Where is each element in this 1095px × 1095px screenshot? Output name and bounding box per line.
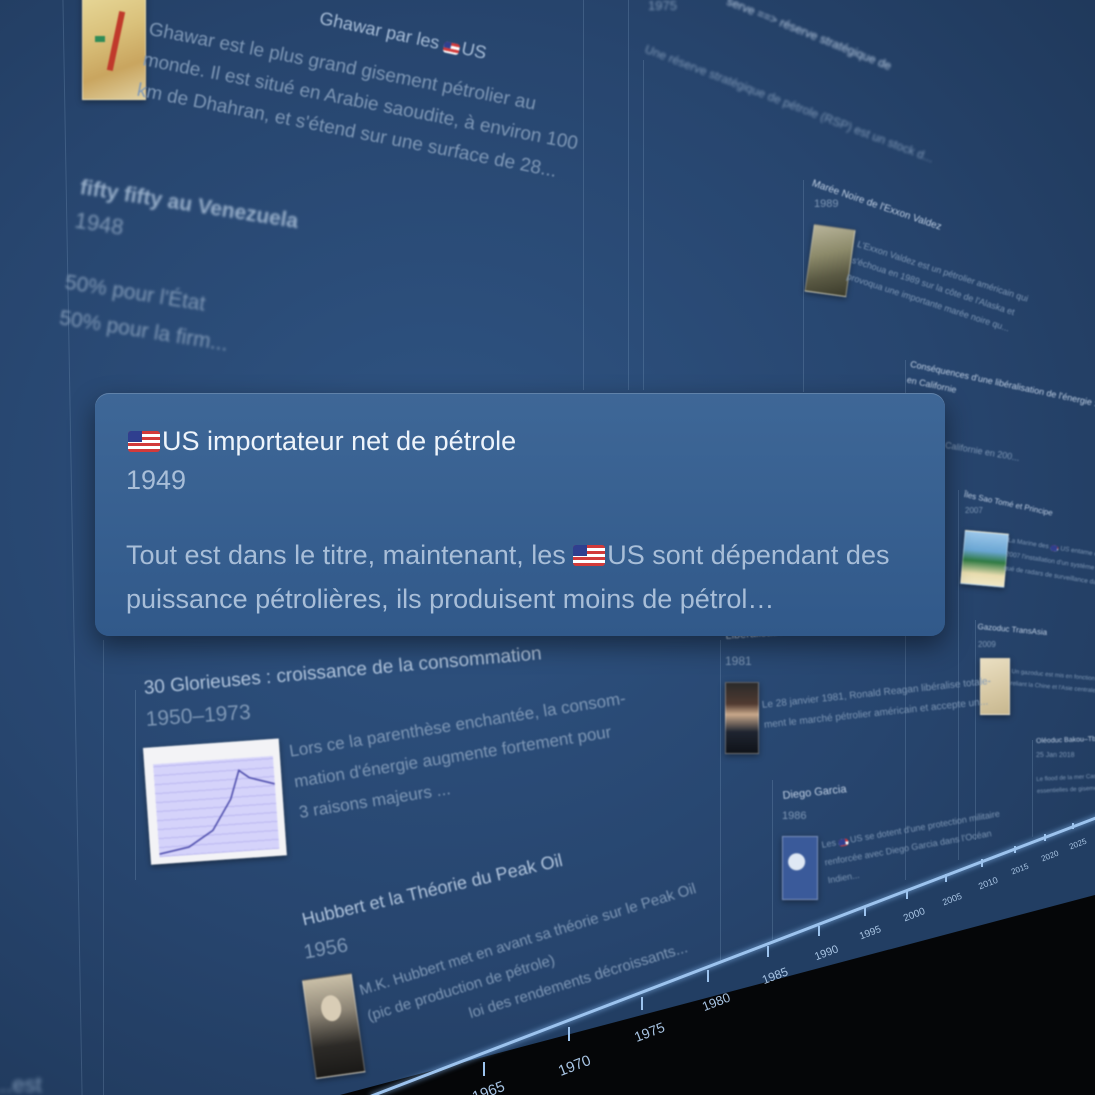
exxon-photo-thumbnail (804, 224, 856, 298)
timeline-guide-line (1032, 740, 1033, 840)
axis-tick (1044, 834, 1046, 841)
consumption-chart-thumbnail (143, 738, 287, 865)
timeline-guide-line (62, 0, 83, 1095)
us-flag-icon (442, 41, 461, 56)
diego-date: 1986 (782, 810, 807, 822)
bakou-date: 25 Jan 2018 (1036, 752, 1075, 759)
axis-tick (945, 874, 947, 882)
saotome-photo-thumbnail (960, 530, 1009, 588)
timeline-guide-line (720, 640, 721, 970)
axis-tick (818, 926, 820, 936)
hubbert-title: Hubbert et la Théorie du Peak Oil (300, 849, 565, 930)
timeline-guide-line (135, 690, 136, 880)
ghawar-title-suffix: US (459, 38, 489, 63)
timeline-guide-line (958, 490, 959, 860)
popup-title: US importateur net de pétrole (128, 426, 516, 457)
transasia-map-thumbnail (980, 658, 1010, 715)
axis-tick (1072, 823, 1074, 829)
popup-body-part2: US sont dépendant des puissance pétroliè… (126, 540, 890, 614)
timeline-guide-line (628, 0, 629, 390)
transasia-title: Gazoduc TransAsia (977, 622, 1048, 638)
reserve-date: 1975 (648, 0, 677, 13)
us-flag-icon (573, 545, 606, 566)
timeline-guide-line (803, 180, 804, 392)
event-ghawar[interactable]: Ghawar par les US Ghawar est le plus gra… (82, 0, 642, 220)
exxon-date: 1989 (814, 198, 839, 210)
timeline-guide-line (583, 0, 584, 390)
reserve-title: serve ==> réserve stratégique de (724, 0, 894, 74)
popup-body-part1: Tout est dans le titre, maintenant, les (126, 540, 574, 570)
californie-text: Californie en 200... (944, 440, 1021, 463)
us-flag-icon (128, 431, 160, 452)
bakou-title: Oléoduc Bakou–Tbilissi–Ceyhan (1036, 734, 1095, 745)
axis-tick (1014, 846, 1016, 853)
axis-tick (906, 890, 908, 899)
timeline-guide-line (772, 780, 773, 960)
diego-title: Diego Garcia (782, 783, 848, 802)
event-popup-card[interactable]: US importateur net de pétrole 1949 Tout … (95, 393, 945, 636)
hubbert-date: 1956 (302, 934, 350, 964)
timeline-guide-line (103, 640, 104, 1095)
timeline-guide-line (643, 60, 644, 390)
axis-tick (568, 1027, 570, 1041)
hubbert-portrait-thumbnail (302, 973, 366, 1080)
reagan-photo-thumbnail (725, 682, 759, 754)
diego-text-line: Les (820, 836, 840, 850)
saotome-date: 2007 (965, 506, 983, 515)
axis-tick (767, 946, 769, 957)
axis-tick (707, 970, 709, 982)
axis-tick (641, 997, 643, 1010)
diego-map-thumbnail (782, 836, 818, 900)
axis-tick (483, 1062, 485, 1076)
left-edge-partial-text: ...est (0, 1072, 42, 1095)
ghawar-map-thumbnail (82, 0, 146, 100)
popup-date: 1949 (126, 465, 187, 495)
us-flag-icon (1049, 544, 1059, 552)
glorieuses-date: 1950–1973 (145, 700, 252, 731)
popup-description: Tout est dans le titre, maintenant, les … (126, 533, 926, 621)
timeline-guide-line (975, 620, 976, 840)
event-fifty-fifty[interactable]: fifty fifty au Venezuela 1948 50% pour l… (58, 176, 300, 365)
popup-title-text: US importateur net de pétrole (162, 426, 517, 456)
glorieuses-title: 30 Glorieuses : croissance de la consomm… (143, 643, 543, 699)
reagan-date: 1981 (725, 654, 752, 668)
ghawar-title: Ghawar par les (317, 8, 447, 54)
axis-tick (981, 859, 983, 867)
transasia-date: 2009 (978, 640, 996, 649)
axis-tick (864, 907, 866, 916)
us-flag-icon (837, 838, 850, 847)
